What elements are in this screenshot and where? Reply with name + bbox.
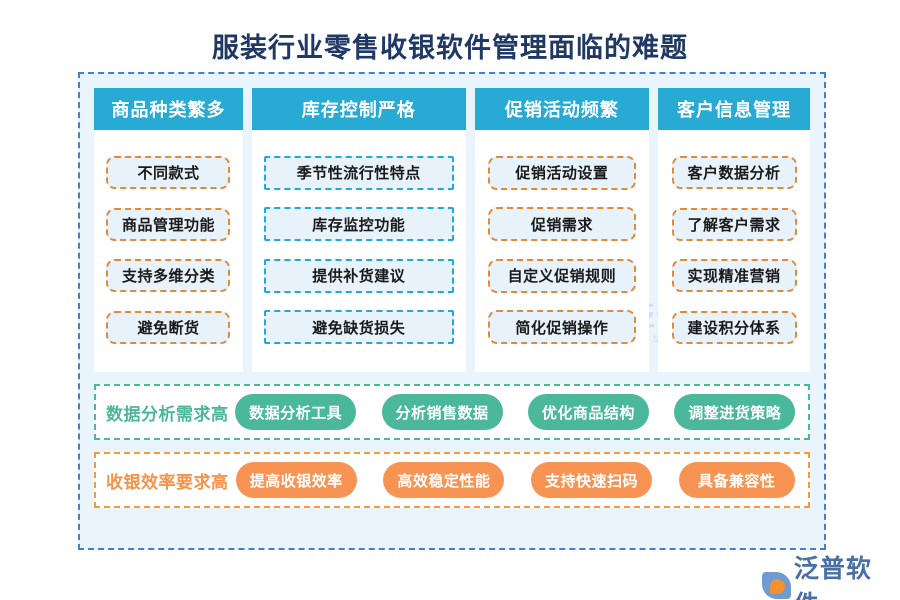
column-promotions: 促销活动频繁 促销活动设置 促销需求 自定义促销规则 简化促销操作 <box>474 88 650 372</box>
pill-item[interactable]: 调整进货策略 <box>674 394 796 430</box>
chip-item[interactable]: 客户数据分析 <box>671 156 797 190</box>
column-body: 促销活动设置 促销需求 自定义促销规则 简化促销操作 <box>475 130 649 372</box>
row-data-analysis: 数据分析需求高 数据分析工具 分析销售数据 优化商品结构 调整进货策略 <box>94 384 810 440</box>
column-customer-info: 客户信息管理 客户数据分析 了解客户需求 实现精准营销 建设积分体系 <box>658 88 810 372</box>
leaf-icon <box>762 571 791 599</box>
chip-item[interactable]: 实现精准营销 <box>671 259 797 293</box>
page-title: 服装行业零售收银软件管理面临的难题 <box>212 33 688 63</box>
chip-item[interactable]: 避免缺货损失 <box>263 310 454 345</box>
chip-item[interactable]: 避免断货 <box>106 310 231 344</box>
chip-item[interactable]: 了解客户需求 <box>671 207 797 241</box>
column-header: 客户信息管理 <box>658 88 810 130</box>
row-pills: 提高收银效率 高效稳定性能 支持快速扫码 具备兼容性 <box>223 462 809 498</box>
row-pills: 数据分析工具 分析销售数据 优化商品结构 调整进货策略 <box>223 394 809 430</box>
pill-item[interactable]: 分析销售数据 <box>381 394 503 430</box>
pill-item[interactable]: 支持快速扫码 <box>531 462 653 498</box>
logo-text: 泛普软件 <box>793 555 872 600</box>
chip-item[interactable]: 商品管理功能 <box>106 207 231 241</box>
diagram-container: 泛普软件 FANPU SOFTWARE 商品种类繁多 不同款式 商品管理功能 支… <box>78 72 826 550</box>
pill-item[interactable]: 数据分析工具 <box>235 394 357 430</box>
chip-item[interactable]: 提供补货建议 <box>263 258 454 293</box>
chip-item[interactable]: 促销活动设置 <box>487 155 636 190</box>
logo-row: 泛普软件 <box>762 549 894 600</box>
column-header: 库存控制严格 <box>251 88 466 130</box>
column-header: 促销活动频繁 <box>474 88 650 130</box>
column-body: 不同款式 商品管理功能 支持多维分类 避免断货 <box>94 130 243 372</box>
column-header: 商品种类繁多 <box>94 88 243 130</box>
chip-item[interactable]: 支持多维分类 <box>106 259 231 293</box>
brand-logo: 泛普软件 www.fanpusoft.com <box>762 549 894 600</box>
chip-item[interactable]: 自定义促销规则 <box>487 258 636 293</box>
row-checkout-efficiency: 收银效率要求高 提高收银效率 高效稳定性能 支持快速扫码 具备兼容性 <box>94 452 810 508</box>
columns-area: 商品种类繁多 不同款式 商品管理功能 支持多维分类 避免断货 库存控制严格 季节… <box>94 88 810 372</box>
pill-item[interactable]: 具备兼容性 <box>678 462 795 498</box>
pill-item[interactable]: 优化商品结构 <box>527 394 649 430</box>
chip-item[interactable]: 建设积分体系 <box>671 310 797 344</box>
chip-item[interactable]: 简化促销操作 <box>487 310 636 345</box>
chip-item[interactable]: 库存监控功能 <box>263 207 454 242</box>
column-body: 季节性流行性特点 库存监控功能 提供补货建议 避免缺货损失 <box>252 130 466 372</box>
row-label: 收银效率要求高 <box>106 472 229 492</box>
pill-item[interactable]: 提高收银效率 <box>235 462 357 498</box>
pill-item[interactable]: 高效稳定性能 <box>383 462 505 498</box>
chip-item[interactable]: 不同款式 <box>106 156 231 190</box>
row-label: 数据分析需求高 <box>106 404 229 424</box>
chip-item[interactable]: 季节性流行性特点 <box>263 155 454 190</box>
chip-item[interactable]: 促销需求 <box>487 207 636 242</box>
column-product-variety: 商品种类繁多 不同款式 商品管理功能 支持多维分类 避免断货 <box>94 88 243 372</box>
column-inventory-control: 库存控制严格 季节性流行性特点 库存监控功能 提供补货建议 避免缺货损失 <box>251 88 466 372</box>
column-body: 客户数据分析 了解客户需求 实现精准营销 建设积分体系 <box>658 130 810 372</box>
